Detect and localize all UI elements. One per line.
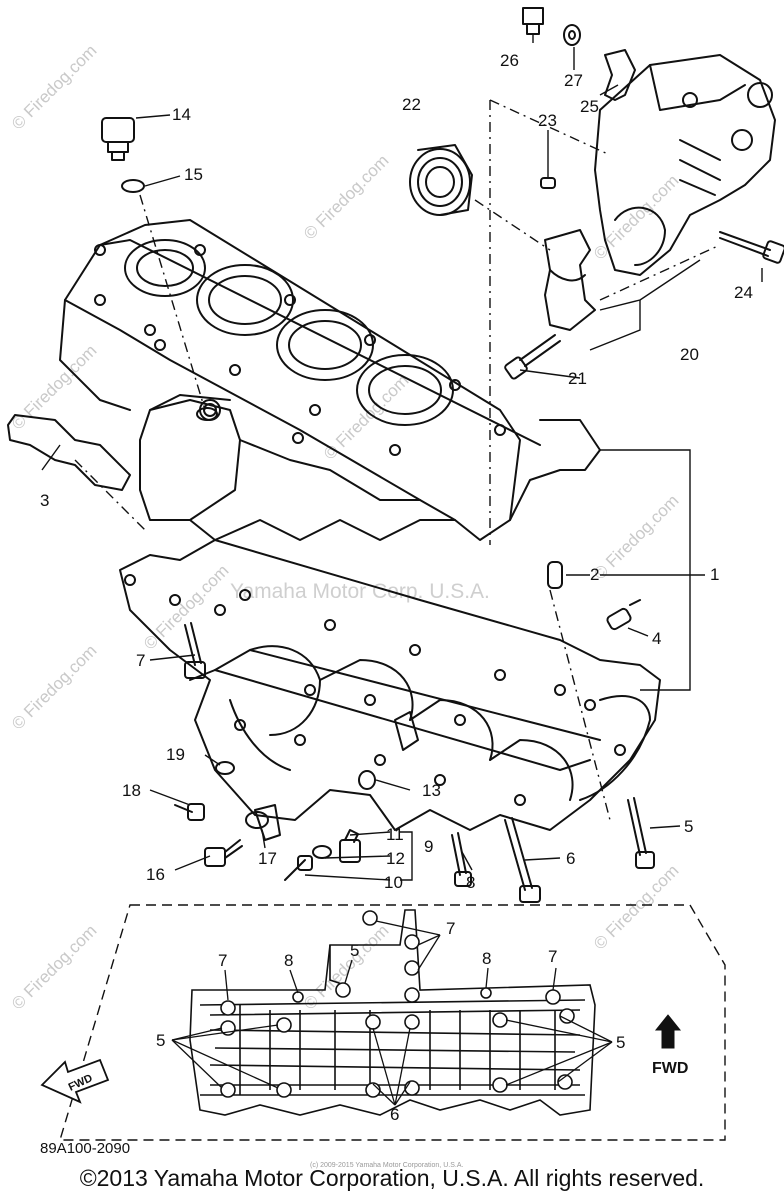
plug-14 [101,117,135,161]
bolt-16 [204,839,243,867]
callout-26: 26 [500,51,519,70]
callout-25: 25 [580,97,599,116]
washer-15 [121,179,145,193]
callout-10: 10 [384,873,403,892]
inset-callout-8a: 8 [284,951,294,970]
callout-14: 14 [172,105,191,124]
stud-5 [627,797,655,869]
center-watermark: Yamaha Motor Corp. U.S.A. [230,580,490,603]
lower-crankcase [119,539,661,841]
callout-3: 3 [40,491,50,510]
leader-lines [41,33,763,881]
drawing-code: 89A100-2090 [40,1140,131,1157]
callout-21: 21 [568,369,587,388]
callout-17: 17 [258,849,277,868]
inset-callout-7b: 7 [218,951,228,970]
callout-20: 20 [680,345,699,364]
pin-23 [540,177,556,189]
inset-callout-8b: 8 [482,949,492,968]
bolt-24 [719,231,784,264]
fwd-label: FWD [652,1060,689,1077]
bolt-21 [504,334,561,380]
cover-housing [594,54,776,276]
inset-callout-5b: 5 [156,1031,166,1050]
callout-1: 1 [710,565,720,584]
fitting-4 [606,599,641,631]
pin-2 [547,561,563,589]
inset-callout-5c: 5 [616,1033,626,1052]
callout-2: 2 [590,565,600,584]
callout-13: 13 [422,781,441,800]
callout-9: 9 [424,837,434,856]
fwd-badge-icon [40,1058,110,1104]
callout-8: 8 [466,873,476,892]
inset-callout-7c: 7 [548,947,558,966]
callout-19: 19 [166,745,185,764]
callout-11: 11 [386,825,404,844]
callout-7: 7 [136,651,146,670]
callout-15: 15 [184,165,203,184]
callout-6: 6 [566,849,576,868]
plate-3 [7,414,131,491]
bracket-25 [604,49,636,101]
bolt-18 [174,803,205,821]
upper-crankcase [59,219,601,541]
fitting-10 [284,855,313,881]
fine-print: (c) 2009-2015 Yamaha Motor Corporation, … [310,1162,464,1169]
fwd-arrow-icon [654,1014,682,1049]
inset-callout-6: 6 [390,1105,400,1124]
inset-leader-lines [171,920,613,1106]
callout-24: 24 [734,283,753,302]
callout-5: 5 [684,817,694,836]
nut-27 [563,24,581,46]
washer-19 [215,761,235,775]
washer-12 [312,845,332,859]
inset-callout-5a: 5 [350,941,360,960]
callout-18: 18 [122,781,141,800]
callout-23: 23 [538,111,557,130]
callout-16: 16 [146,865,165,884]
inset-bottom-view [189,909,596,1116]
callout-12: 12 [386,849,405,868]
sensor-11 [339,829,361,863]
nut-13 [358,770,376,790]
washer-17 [245,811,269,829]
callout-4: 4 [652,629,662,648]
stud-6 [504,817,541,903]
callout-22: 22 [402,95,421,114]
copyright-notice: ©2013 Yamaha Motor Corporation, U.S.A. A… [79,1165,705,1191]
bearing-22 [409,144,473,216]
bolt-7 [184,622,206,679]
bolt-26 [522,7,544,35]
callout-27: 27 [564,71,583,90]
inset-callout-7a: 7 [446,919,456,938]
inset-frame [59,904,726,1141]
bearing-cap [544,229,596,331]
